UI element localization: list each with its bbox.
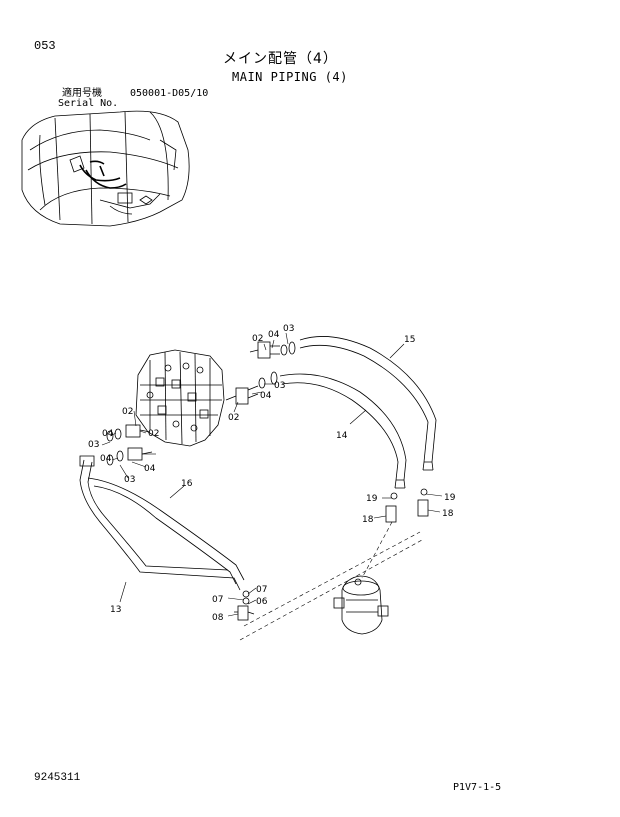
serial-label-english: Serial No. — [58, 98, 119, 109]
hose-15 — [299, 336, 437, 471]
callout-13: 13 — [110, 605, 121, 615]
callout-03-left: 03 — [88, 440, 99, 450]
callout-02-left: 02 — [122, 407, 133, 417]
middle-fitting-group — [225, 371, 278, 405]
page-title-english: MAIN PIPING (4) — [232, 70, 348, 84]
right-fitting-group — [385, 488, 429, 523]
callout-04-middle: 04 — [260, 391, 272, 401]
callout-02-upper: 02 — [252, 334, 263, 344]
hose-13 — [79, 455, 241, 591]
center-joint — [333, 575, 389, 635]
callout-07-left: 07 — [212, 595, 223, 605]
dashed-leader-lines — [239, 521, 423, 641]
callout-03-middle: 03 — [274, 381, 285, 391]
thumbnail-highlighted-piping — [79, 160, 127, 189]
lower-left-fitting-group — [106, 424, 153, 466]
callout-14: 14 — [336, 431, 348, 441]
document-number: 9245311 — [34, 772, 81, 784]
control-valve-block — [135, 349, 225, 447]
hose-16 — [87, 477, 245, 585]
callout-18-left: 18 — [362, 515, 374, 525]
callout-16: 16 — [181, 479, 193, 489]
page-number: 053 — [34, 39, 56, 53]
page-code: P1V7-1-5 — [453, 782, 502, 793]
callout-19-right: 19 — [444, 493, 456, 503]
callout-02-left-2: 02 — [148, 429, 159, 439]
callout-03-upper: 03 — [283, 324, 294, 334]
callout-04-left-2: 04 — [100, 454, 112, 464]
serial-label-japanese: 適用号機 — [62, 88, 102, 99]
callout-03-left-2: 03 — [124, 475, 135, 485]
callout-06: 06 — [256, 597, 268, 607]
callout-02-middle: 02 — [228, 413, 239, 423]
callout-leaders — [101, 332, 443, 617]
callout-18-right: 18 — [442, 509, 454, 519]
serial-number-value: 050001-D05/10 — [130, 88, 209, 99]
callout-19-left: 19 — [366, 494, 378, 504]
page-title-japanese: メイン配管（4） — [223, 51, 338, 67]
callout-15: 15 — [404, 335, 415, 345]
machine-location-thumbnail — [21, 110, 190, 227]
lower-fitting-group — [234, 590, 255, 621]
hose-14 — [279, 373, 407, 489]
callout-04-left: 04 — [102, 429, 114, 439]
callout-08: 08 — [212, 613, 224, 623]
callout-07-right: 07 — [256, 585, 267, 595]
callout-04-left-3: 04 — [144, 464, 156, 474]
callout-04-upper: 04 — [268, 330, 280, 340]
upper-fitting-group — [249, 341, 296, 359]
